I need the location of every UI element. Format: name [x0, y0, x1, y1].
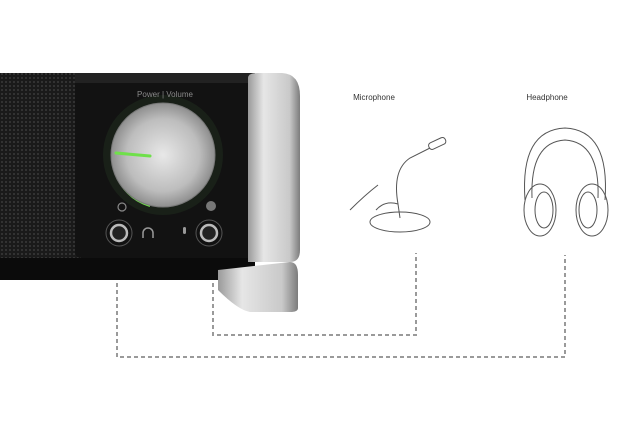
power-led	[117, 202, 127, 212]
speaker-grille	[0, 73, 80, 280]
knob-led-indicator	[114, 151, 152, 158]
microphone-drawing	[349, 136, 447, 233]
headphone-icon	[142, 227, 154, 238]
end-cap	[248, 73, 300, 262]
foot	[218, 262, 298, 312]
headphone-label: Headphone	[526, 93, 568, 102]
microphone-label: Microphone	[353, 93, 395, 102]
mic-icon	[183, 227, 186, 234]
microphone-jack[interactable]	[195, 219, 223, 247]
headphone-drawing	[523, 127, 609, 237]
panel-label: Power | Volume	[137, 90, 193, 99]
connector-lines	[116, 253, 566, 358]
headphone-connector-line	[116, 255, 566, 358]
headphone-jack[interactable]	[105, 219, 133, 247]
speaker	[0, 73, 300, 312]
mic-led	[206, 201, 216, 211]
microphone-connector-line	[212, 253, 417, 336]
volume-knob[interactable]	[110, 102, 216, 208]
